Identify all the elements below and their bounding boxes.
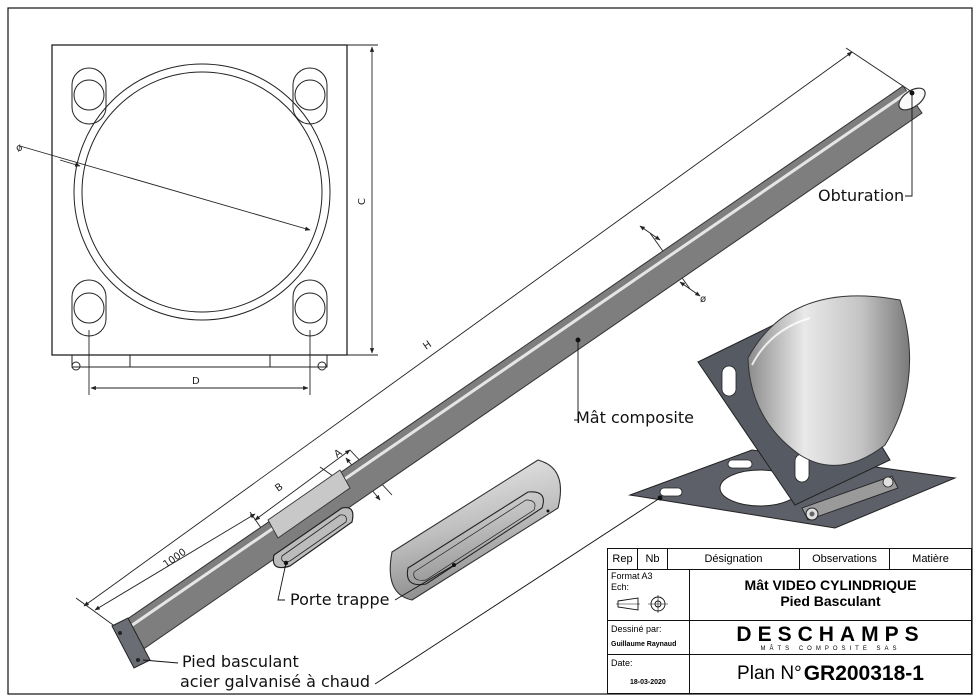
- dim-diameter-mast: ø: [700, 294, 706, 305]
- date-value: 18-03-2020: [630, 679, 666, 686]
- sheet-border: [7, 7, 973, 695]
- dim-h: H: [421, 339, 433, 352]
- title-block-header: Rep Nb Désignation Observations Matière: [608, 549, 971, 570]
- callout-pied-basculant-1: Pied basculant: [182, 652, 299, 671]
- tilting-base-3d: [628, 295, 957, 529]
- callout-mat-composite: Mât composite: [576, 408, 694, 427]
- header-nb: Nb: [638, 549, 668, 569]
- leader-lines: [142, 90, 915, 685]
- mast-segment-detail: [389, 459, 562, 601]
- date-cell: Date: 18-03-2020: [608, 655, 690, 693]
- dessine-label: Dessiné par:: [611, 624, 662, 634]
- header-observations: Observations: [800, 549, 890, 569]
- drawing-title-line2: Pied Basculant: [780, 593, 881, 609]
- company-tagline: MÂTS COMPOSITE SAS: [760, 646, 901, 652]
- format-cell: Format A3 Ech:: [608, 569, 690, 621]
- title-cell: Mât VIDEO CYLINDRIQUE Pied Basculant: [690, 569, 971, 621]
- callout-porte-trappe: Porte trappe: [290, 590, 390, 609]
- composite-mast: [111, 85, 926, 669]
- dim-c: C: [357, 198, 368, 205]
- header-rep: Rep: [608, 549, 638, 569]
- dim-1000: 1000: [161, 547, 188, 571]
- dim-b: B: [273, 481, 285, 494]
- author-name: Guillaume Raynaud: [611, 641, 677, 648]
- callout-obturation: Obturation: [818, 186, 905, 205]
- dim-a: A: [332, 447, 344, 460]
- dimension-lines: [19, 44, 916, 631]
- projection-symbol-icon: [616, 595, 668, 613]
- drawing-title-line1: Mât VIDEO CYLINDRIQUE: [744, 577, 917, 593]
- dim-diameter-top: ø: [14, 142, 25, 155]
- plan-prefix: Plan N°: [737, 663, 802, 684]
- ech-label: Ech:: [611, 582, 630, 592]
- header-designation: Désignation: [668, 549, 800, 569]
- door-frame: [272, 506, 354, 569]
- company-name: DESCHAMPS: [736, 623, 925, 646]
- dim-d: D: [192, 376, 200, 387]
- header-matiere: Matière: [912, 553, 949, 565]
- author-cell: Dessiné par: Guillaume Raynaud: [608, 621, 690, 655]
- format-label: Format A3: [611, 571, 653, 581]
- callout-pied-basculant-2: acier galvanisé à chaud: [180, 672, 371, 691]
- title-block: Rep Nb Désignation Observations Matière …: [607, 548, 972, 694]
- date-label: Date:: [611, 658, 633, 668]
- company-cell: DESCHAMPS MÂTS COMPOSITE SAS: [690, 621, 971, 655]
- base-plate-plan-view: [51, 44, 348, 371]
- plan-cell: Plan N° GR200318-1: [690, 655, 971, 693]
- plan-number: GR200318-1: [803, 662, 924, 685]
